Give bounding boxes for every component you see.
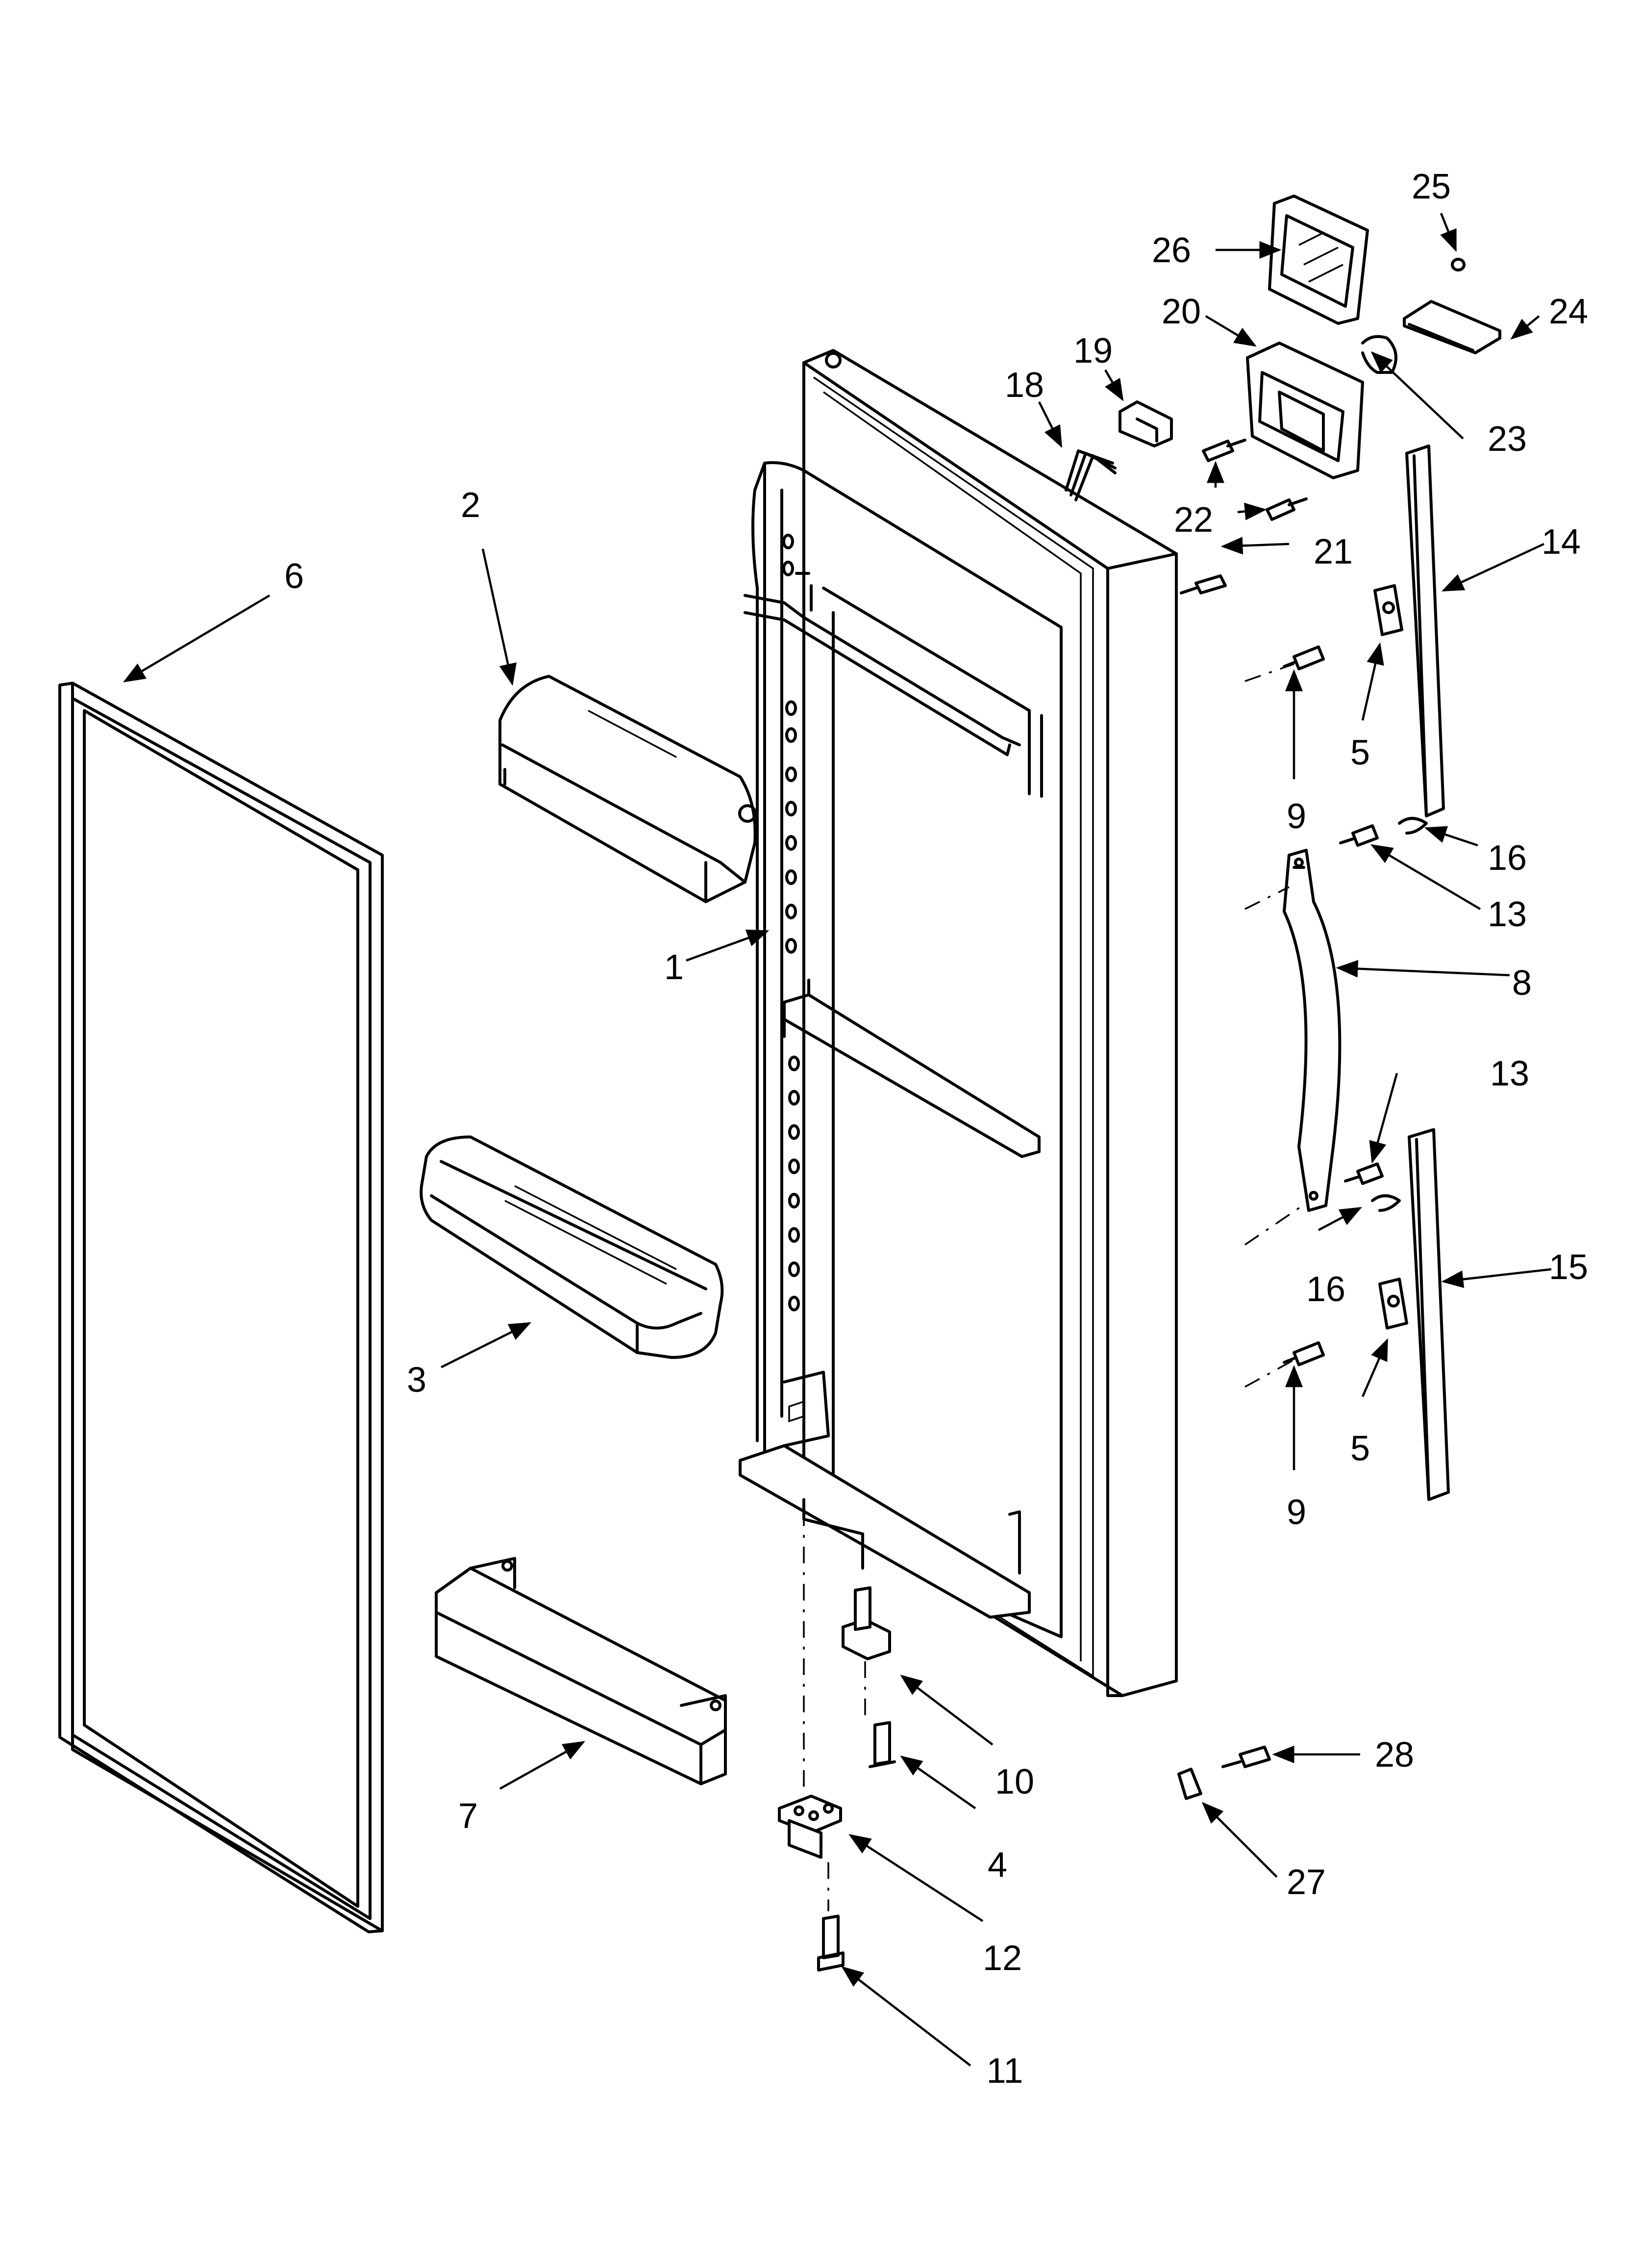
label-part-20: 20 (1162, 292, 1201, 331)
part-10-hinge-pin (842, 1586, 891, 1660)
part-22-screw-lower (1266, 497, 1308, 521)
label-part-11: 11 (987, 2051, 1023, 2091)
part-16-retainer-lower (1371, 1194, 1401, 1212)
label-part-24: 24 (1549, 292, 1588, 331)
part-13-screw-lower (1344, 1162, 1384, 1185)
label-part-18: 18 (1005, 366, 1044, 405)
part-3-door-bin (420, 1135, 724, 1359)
label-part-5-upper: 5 (1350, 733, 1370, 772)
part-9-screw-upper (1244, 645, 1325, 682)
label-part-21: 21 (1314, 532, 1353, 571)
part-19-door-switch (1119, 400, 1173, 447)
shelf-adjustment-holes (782, 534, 800, 1311)
label-part-22-left: 22 (1174, 500, 1213, 540)
part-22-screw-upper (1202, 439, 1246, 462)
label-part-6: 6 (284, 557, 304, 596)
label-part-19: 19 (1073, 331, 1113, 370)
label-part-27: 27 (1287, 1863, 1326, 1902)
label-part-7: 7 (458, 1797, 478, 1836)
label-part-12: 12 (983, 1939, 1022, 1978)
label-part-16-upper: 16 (1488, 838, 1527, 878)
part-4-screw (869, 1721, 896, 1768)
label-part-9-upper: 9 (1287, 797, 1306, 836)
part-26-light-lens (1268, 195, 1369, 325)
part-14-upper-trim-strip (1405, 444, 1445, 817)
label-part-15: 15 (1549, 1248, 1588, 1287)
part-16-retainer-upper (1398, 817, 1428, 835)
part-5-clip-lower (1378, 1278, 1408, 1330)
part-28-screw (1221, 1746, 1271, 1768)
label-part-23: 23 (1488, 419, 1527, 459)
part-5-clip-upper (1373, 584, 1403, 636)
label-part-8: 8 (1512, 963, 1532, 1003)
part-20-light-housing (1246, 342, 1364, 479)
label-part-3: 3 (407, 1360, 426, 1400)
part-24-light-shield (1403, 300, 1501, 354)
label-part-26: 26 (1152, 231, 1191, 270)
part-number-labels: 1 2 3 4 5 5 6 7 8 9 9 10 11 12 13 13 14 … (284, 167, 1588, 2091)
part-21-screw (1180, 574, 1227, 594)
label-part-9-lower: 9 (1287, 1493, 1306, 1532)
part-13-screw-upper (1339, 824, 1379, 847)
part-2-dairy-compartment-door (498, 675, 757, 903)
label-part-1: 1 (664, 948, 684, 987)
label-part-13-upper: 13 (1488, 895, 1527, 934)
label-part-2: 2 (461, 486, 480, 525)
part-15-lower-trim-strip (1408, 1128, 1450, 1501)
part-1-door-liner (739, 349, 1178, 1697)
part-25-light-bulb (1451, 258, 1466, 271)
part-7-door-shelf-rail (435, 1557, 727, 1785)
label-part-16-lower: 16 (1306, 1270, 1345, 1309)
leader-lines (123, 213, 1552, 2067)
part-23-wire-harness (1361, 335, 1397, 374)
label-part-5-lower: 5 (1350, 1429, 1370, 1468)
label-part-25: 25 (1412, 167, 1451, 206)
label-part-14: 14 (1542, 522, 1581, 562)
part-27-handle-cap (1177, 1768, 1202, 1800)
part-8-door-handle (1244, 849, 1342, 1246)
label-part-10: 10 (995, 1762, 1034, 1801)
part-12-hinge-bracket (778, 1795, 842, 1859)
part-9-screw-lower (1244, 1341, 1325, 1388)
label-part-4: 4 (988, 1846, 1007, 1885)
label-part-13-lower: 13 (1490, 1054, 1529, 1093)
part-11-screw (817, 1915, 845, 1972)
label-part-28: 28 (1375, 1735, 1414, 1775)
part-6-door-gasket (58, 682, 384, 1933)
part-18-wire-leads (1065, 449, 1117, 501)
